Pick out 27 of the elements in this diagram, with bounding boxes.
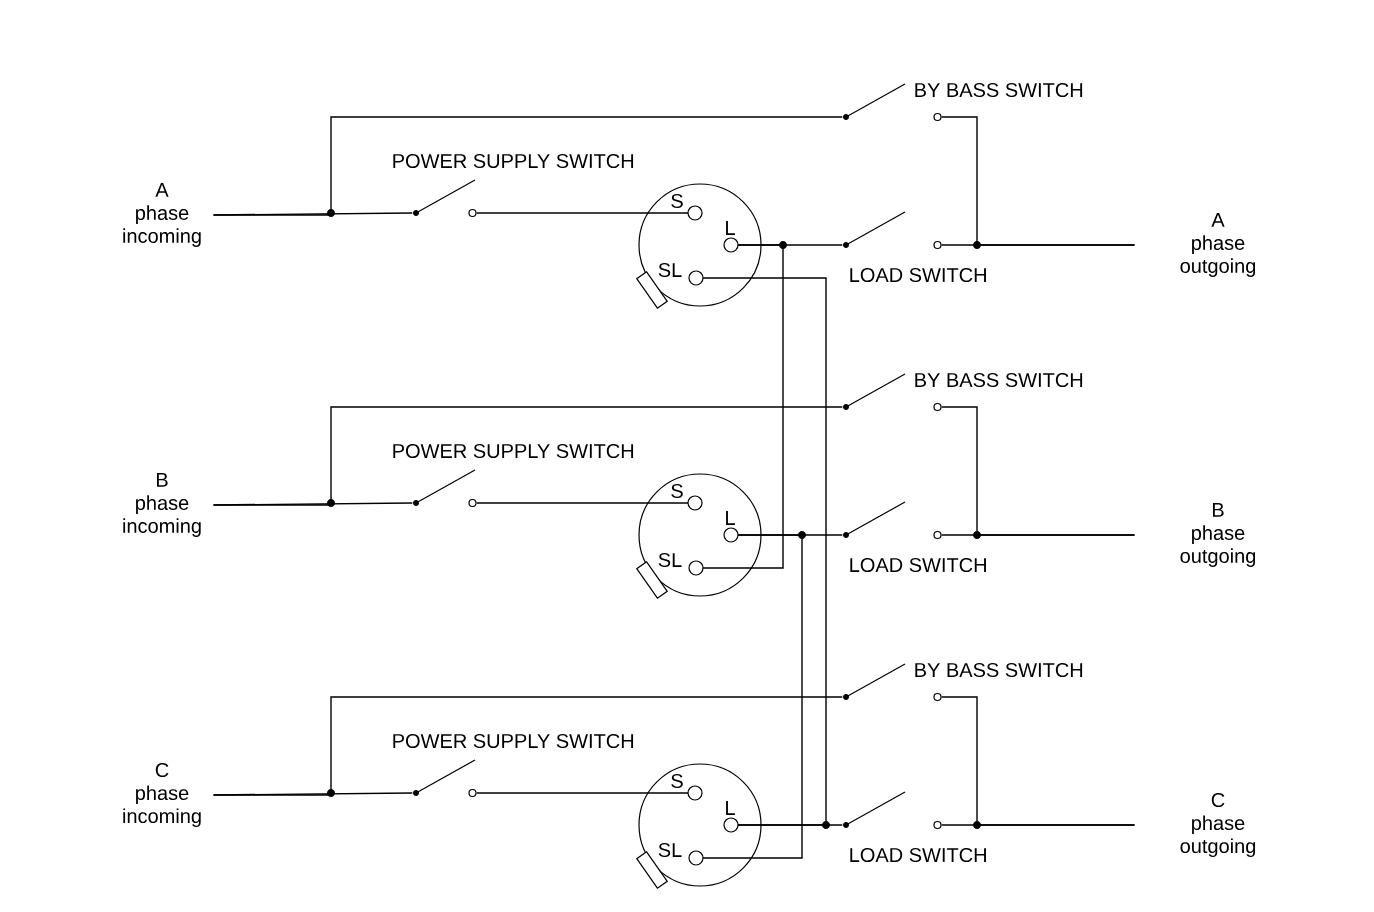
wire xyxy=(212,696,843,796)
switch-label: POWER SUPPLY SWITCH xyxy=(393,443,634,459)
wire xyxy=(476,502,689,504)
wire xyxy=(941,406,1136,536)
switch-label: LOAD SWITCH xyxy=(850,267,986,283)
wire xyxy=(476,792,689,794)
phase-label: C phase outgoing xyxy=(1180,792,1256,858)
switch-label: LOAD SWITCH xyxy=(850,557,986,573)
switch-label: BY BASS SWITCH xyxy=(915,662,1083,678)
wire xyxy=(941,116,1136,246)
switch-label: POWER SUPPLY SWITCH xyxy=(393,153,634,169)
wire xyxy=(702,534,803,859)
wire xyxy=(702,277,827,826)
wire xyxy=(212,406,843,506)
wire xyxy=(941,696,1136,826)
phase-label: A phase outgoing xyxy=(1180,213,1256,277)
phase-label: B phase outgoing xyxy=(1180,503,1256,567)
switch-label: LOAD SWITCH xyxy=(850,847,986,863)
wire xyxy=(212,116,843,216)
phase-label: A phase incoming xyxy=(123,183,201,247)
switch-label: BY BASS SWITCH xyxy=(915,82,1083,98)
wire xyxy=(702,244,784,569)
wire xyxy=(476,212,689,214)
switch-label: POWER SUPPLY SWITCH xyxy=(393,733,634,749)
switch-label: BY BASS SWITCH xyxy=(915,372,1083,388)
phase-label: B phase incoming xyxy=(123,473,201,537)
phase-label: C phase incoming xyxy=(123,762,201,828)
